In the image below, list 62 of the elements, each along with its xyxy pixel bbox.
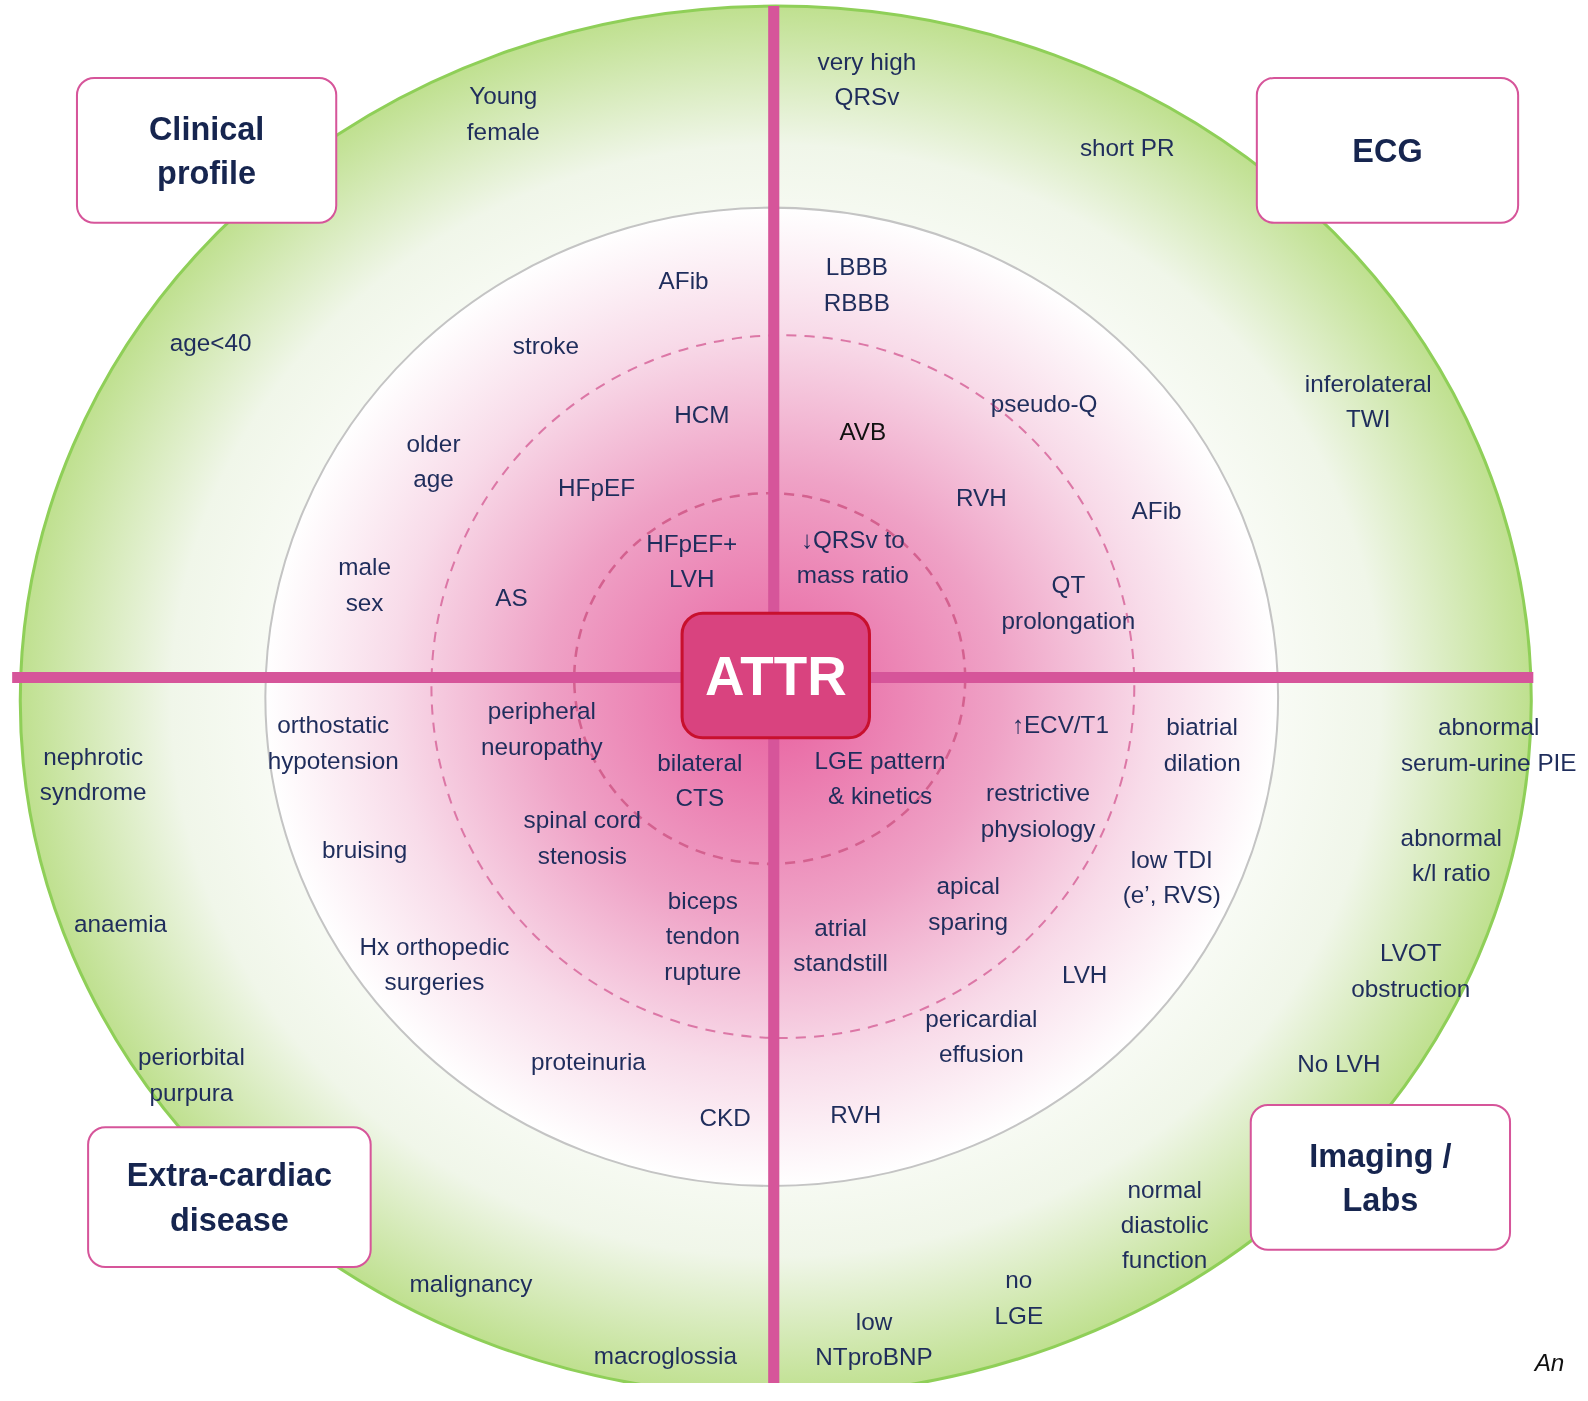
center-box xyxy=(680,611,871,740)
feature-label: pericardial effusion xyxy=(925,1003,1038,1070)
feature-label: spinal cord stenosis xyxy=(523,805,642,871)
feature-label: apical sparing xyxy=(928,871,1009,937)
category-box xyxy=(75,76,338,224)
feature-label: male sex xyxy=(338,551,391,618)
feature-label: AS xyxy=(495,582,528,614)
center-title: ATTR xyxy=(704,644,847,707)
feature-label: LGE pattern & kinetics xyxy=(814,745,946,812)
feature-label: HFpEF xyxy=(558,472,635,503)
feature-label: no LGE xyxy=(994,1264,1044,1331)
feature-label: Hx orthopedic surgeries xyxy=(359,931,510,998)
category-heading: Clinical profile xyxy=(148,108,265,193)
category-heading: Imaging / Labs xyxy=(1309,1135,1452,1220)
category-heading: Extra-cardiac disease xyxy=(126,1155,333,1240)
feature-label: malignancy xyxy=(409,1268,533,1299)
feature-label: macroglossia xyxy=(593,1340,737,1371)
feature-label: periorbital purpura xyxy=(138,1042,245,1108)
feature-label: AFib xyxy=(1131,495,1182,527)
feature-label: atrial standstill xyxy=(793,912,888,979)
feature-label: An xyxy=(1532,1347,1566,1378)
feature-label: pseudo-Q xyxy=(990,388,1098,419)
feature-label: abnormal serum-urine PIE xyxy=(1400,712,1577,778)
feature-label: peripheral neuropathy xyxy=(481,695,603,762)
feature-label: nephrotic syndrome xyxy=(39,741,147,808)
feature-label: No LVH xyxy=(1297,1048,1381,1080)
feature-label: AFib xyxy=(658,265,709,297)
feature-label: stroke xyxy=(512,330,579,361)
feature-label: normal diastolic function xyxy=(1120,1174,1209,1276)
feature-label: low NTproBNP xyxy=(815,1306,933,1373)
feature-label: LVH xyxy=(1061,959,1108,990)
feature-label: orthostatic hypotension xyxy=(267,709,399,776)
feature-label: restrictive physiology xyxy=(980,777,1096,844)
feature-label: QT prolongation xyxy=(1001,570,1136,636)
feature-label: RVH xyxy=(955,482,1007,513)
feature-label: AVB xyxy=(839,416,887,448)
category-box xyxy=(1249,1103,1512,1251)
category-heading: ECG xyxy=(1352,131,1423,171)
feature-label: inferolateral TWI xyxy=(1304,368,1432,435)
feature-label: RVH xyxy=(830,1099,882,1130)
feature-label: anaemia xyxy=(73,908,168,940)
feature-label: bilateral CTS xyxy=(657,747,743,814)
feature-label: ↑ECV/T1 xyxy=(1011,709,1109,740)
feature-label: LVOT obstruction xyxy=(1351,937,1471,1004)
category-box xyxy=(1255,76,1520,224)
feature-label: LBBB RBBB xyxy=(823,252,890,318)
feature-label: low TDI (e’, RVS) xyxy=(1122,844,1221,911)
feature-label: ↓QRSv to mass ratio xyxy=(796,524,909,591)
feature-label: age<40 xyxy=(169,327,252,358)
feature-label: older age xyxy=(406,428,461,495)
feature-label: very high QRSv xyxy=(817,46,917,113)
feature-label: abnormal k/l ratio xyxy=(1400,822,1502,889)
feature-label: CKD xyxy=(699,1102,751,1133)
feature-label: bruising xyxy=(322,835,408,866)
feature-label: HCM xyxy=(674,399,730,430)
feature-label: HFpEF+ LVH xyxy=(646,528,738,595)
feature-label: proteinuria xyxy=(531,1046,646,1078)
feature-label: biatrial dilation xyxy=(1163,712,1241,778)
feature-label: Young female xyxy=(466,81,540,147)
category-box xyxy=(87,1126,372,1268)
feature-label: short PR xyxy=(1079,133,1175,164)
feature-label: biceps tendon rupture xyxy=(664,885,742,987)
